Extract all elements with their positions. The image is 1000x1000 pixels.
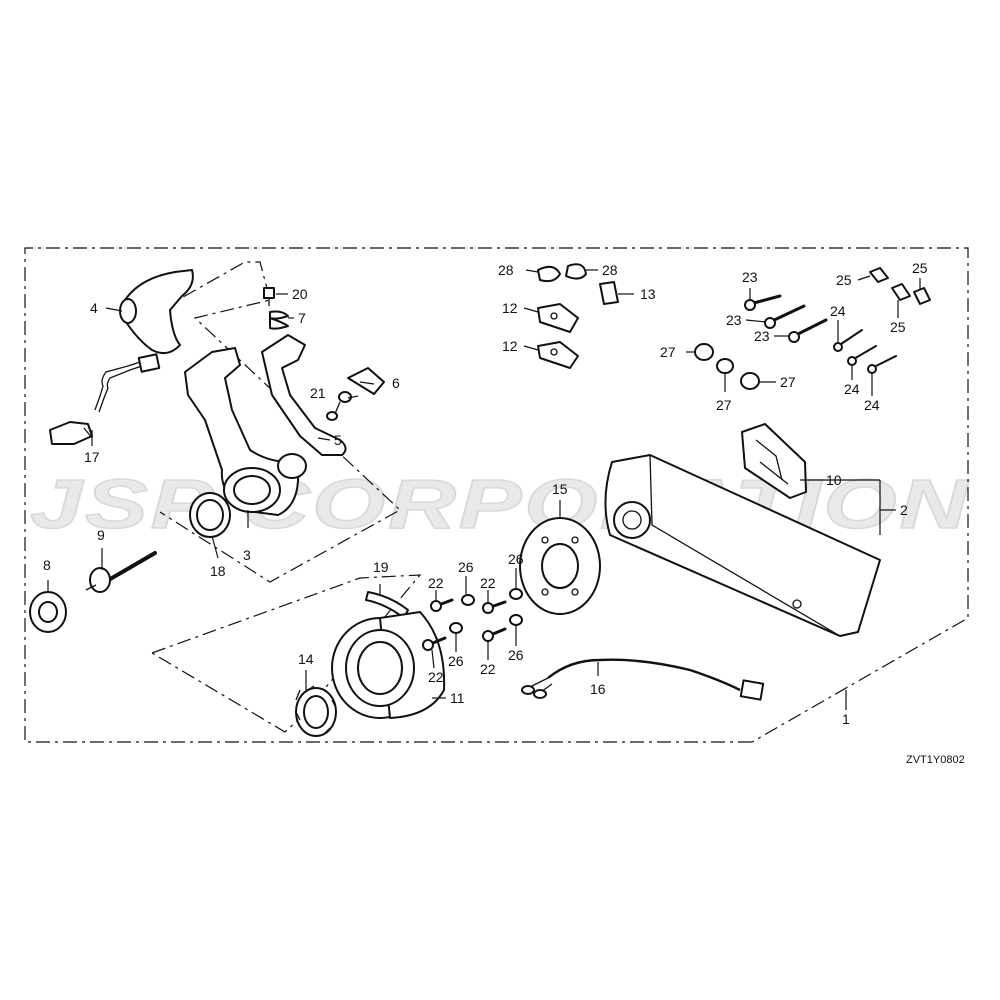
callout-26-c: 26: [448, 653, 464, 669]
diagram-code: ZVT1Y0802: [906, 754, 965, 766]
knob-cap: [29, 591, 67, 633]
callout-25-b: 25: [890, 319, 906, 335]
ratchet-gear: [295, 685, 337, 737]
callout-10: 10: [826, 472, 842, 488]
lever-group-frame: [159, 261, 402, 583]
callout-22-a: 22: [428, 575, 444, 591]
neutral-release-lever: [261, 334, 347, 456]
callout-22-d: 22: [480, 661, 496, 677]
friction-drum: [331, 611, 446, 719]
control-lever-arm: [184, 347, 307, 516]
callout-22-b: 22: [480, 575, 496, 591]
small-clips-plates: [537, 263, 619, 369]
callout-19: 19: [373, 559, 389, 575]
callout-28-b: 28: [602, 262, 618, 278]
mounting-gasket: [741, 423, 807, 499]
callout-27-a: 27: [660, 344, 676, 360]
callout-18: 18: [210, 563, 226, 579]
callout-labels: 1 2 3 4 5 6 7 8 9 10 11 12 12 13 14 15 1…: [43, 260, 928, 727]
callout-20: 20: [292, 286, 308, 302]
callout-27-b: 27: [716, 397, 732, 413]
base-plate: [519, 517, 601, 615]
callout-16: 16: [590, 681, 606, 697]
callout-23-c: 23: [754, 328, 770, 344]
callout-2: 2: [900, 502, 908, 518]
neutral-switch-harness: [49, 353, 161, 445]
callout-7: 7: [298, 310, 306, 326]
plate-and-bolt: [326, 367, 385, 421]
callout-28-a: 28: [498, 262, 514, 278]
callout-26-b: 26: [508, 551, 524, 567]
callout-24-a: 24: [830, 303, 846, 319]
callout-12-a: 12: [502, 300, 518, 316]
screw-and-spring: [263, 287, 289, 330]
lever-shaft: [85, 551, 157, 593]
callout-9: 9: [97, 527, 105, 543]
callout-13: 13: [640, 286, 656, 302]
wire-harness: [521, 658, 765, 701]
callout-1: 1: [842, 711, 850, 727]
control-box-housing: [604, 454, 881, 637]
callout-17: 17: [84, 449, 100, 465]
drum-group-frame: [151, 574, 422, 733]
callout-22-c: 22: [428, 669, 444, 685]
callout-15: 15: [552, 481, 568, 497]
callout-25-c: 25: [912, 260, 928, 276]
callout-21: 21: [310, 385, 326, 401]
callout-12-b: 12: [502, 338, 518, 354]
callout-8: 8: [43, 557, 51, 573]
callout-23-a: 23: [742, 269, 758, 285]
hardware-23-27: [694, 267, 931, 390]
callout-14: 14: [298, 651, 314, 667]
callout-6: 6: [392, 375, 400, 391]
callout-5: 5: [334, 432, 342, 448]
callout-26-a: 26: [458, 559, 474, 575]
callout-4: 4: [90, 300, 98, 316]
callout-24-b: 24: [844, 381, 860, 397]
callout-11: 11: [450, 690, 465, 706]
assembly-frame: [24, 247, 969, 743]
callout-24-c: 24: [864, 397, 880, 413]
callout-27-c: 27: [780, 374, 796, 390]
leader-lines: [47, 269, 921, 710]
screws-22-26: [422, 588, 523, 651]
washer-ring: [189, 492, 231, 538]
watermark: JSP CORPORATION: [30, 465, 970, 543]
callout-3: 3: [243, 547, 251, 563]
callout-23-b: 23: [726, 312, 742, 328]
grip-cover: [119, 269, 194, 355]
callout-25-a: 25: [836, 272, 852, 288]
callout-26-d: 26: [508, 647, 524, 663]
